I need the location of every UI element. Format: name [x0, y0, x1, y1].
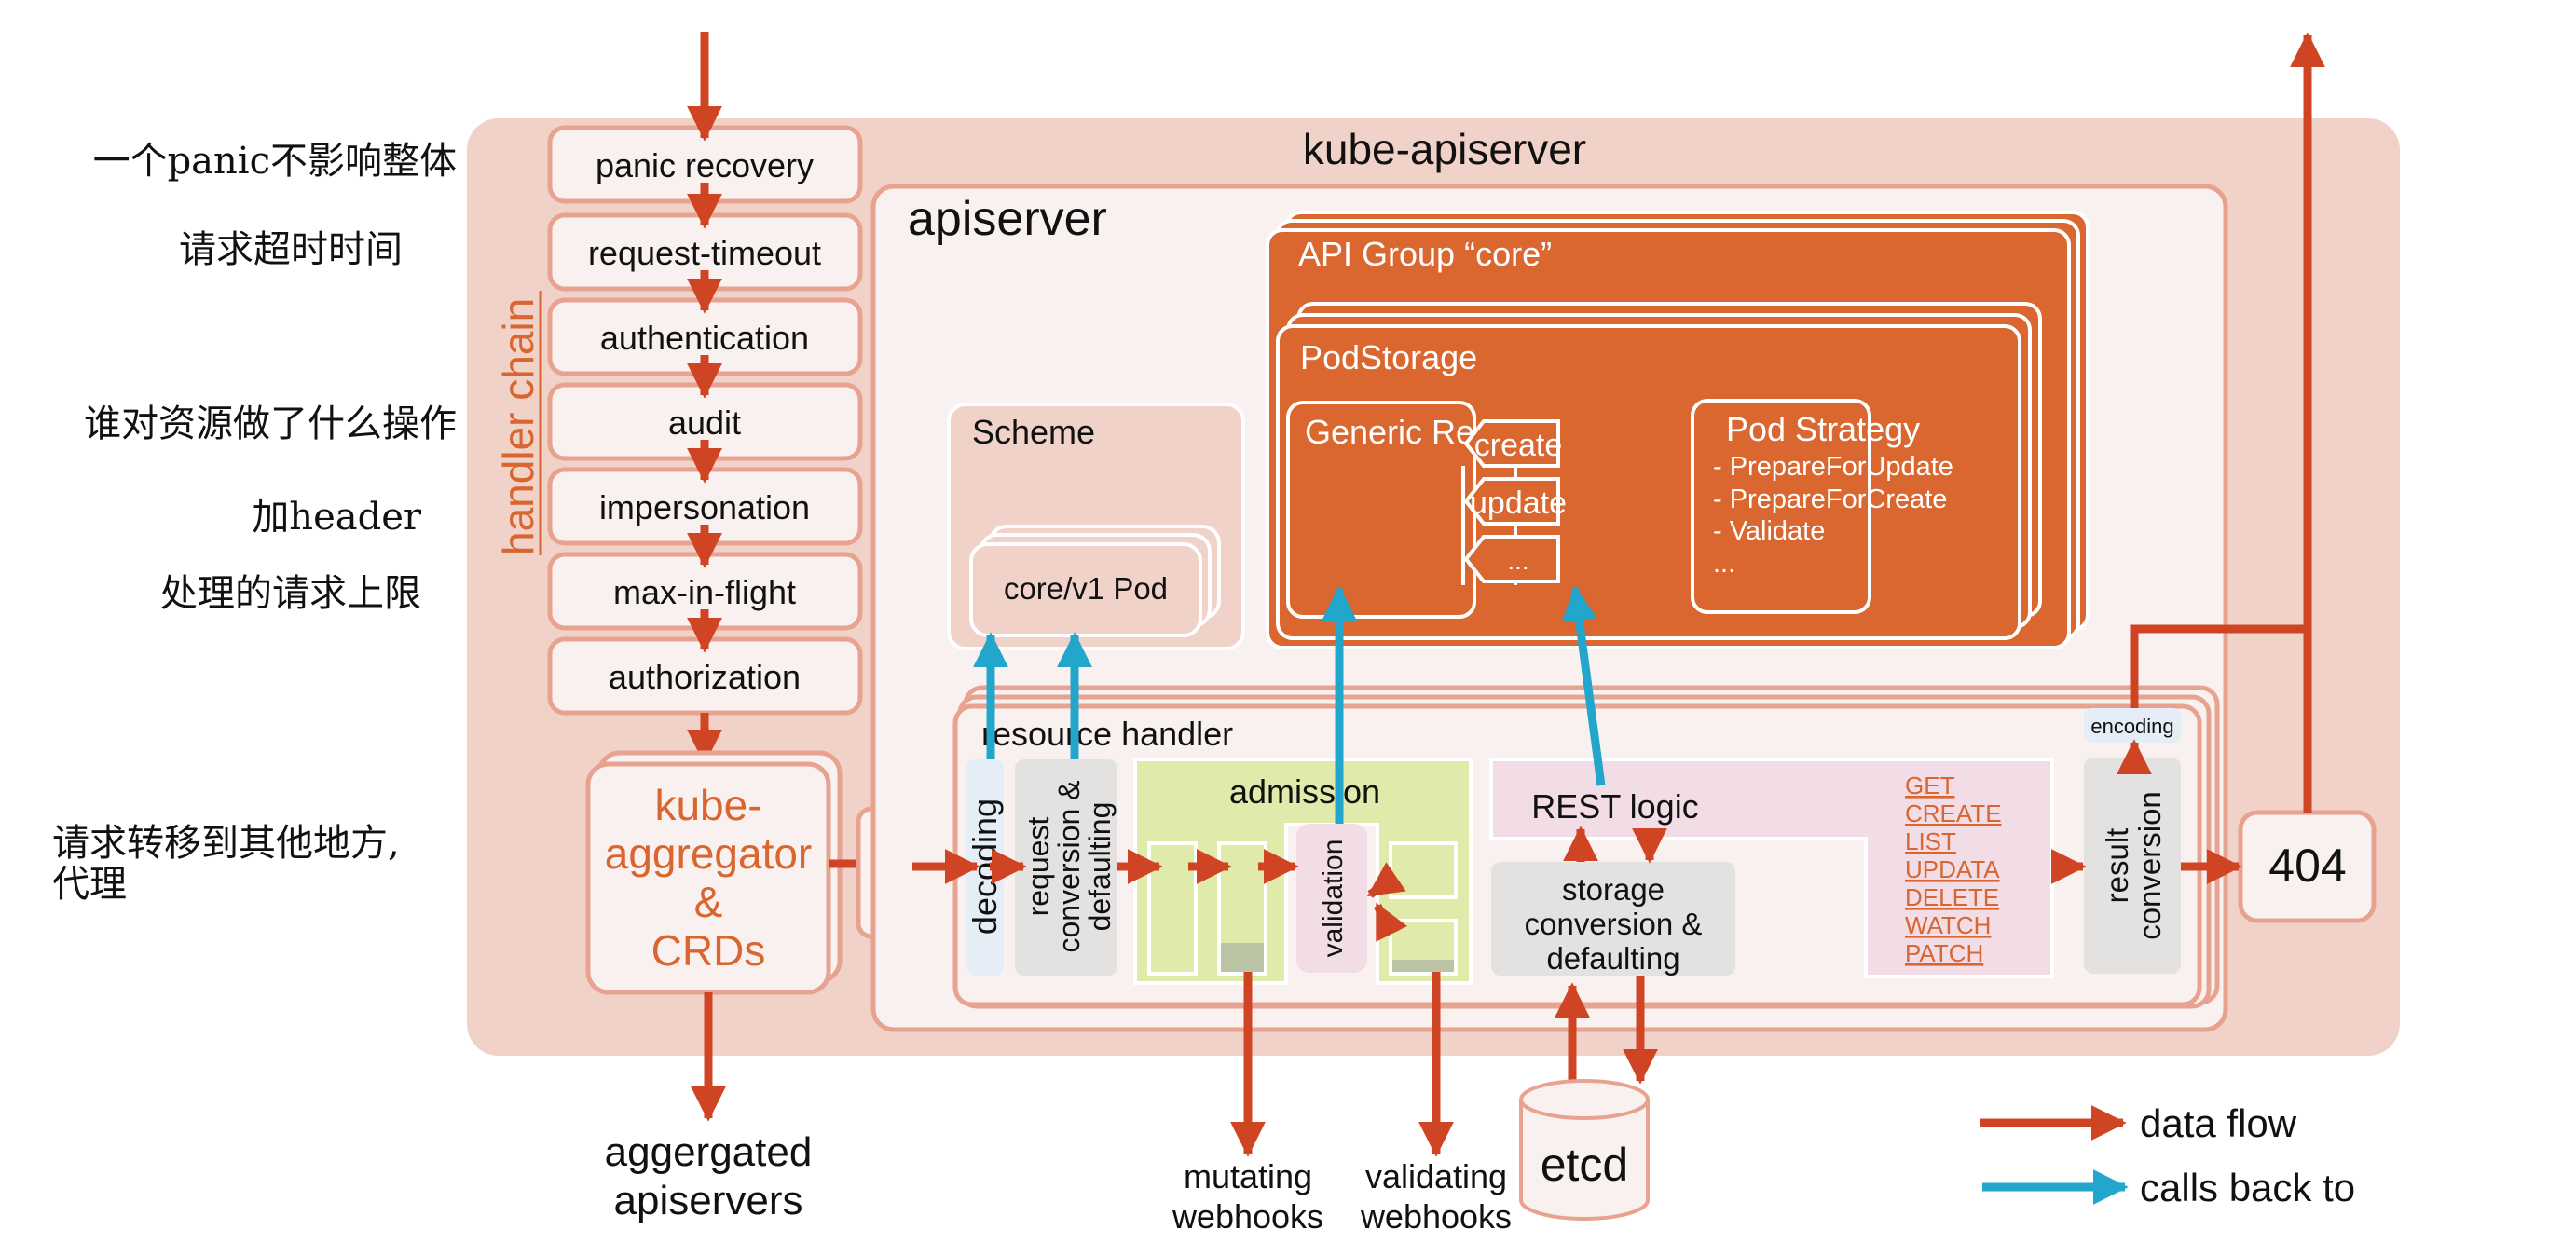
- validation-step[interactable]: validation: [1296, 824, 1367, 973]
- validation-label: validation: [1318, 840, 1349, 958]
- storage-conversion-label: storage: [1562, 872, 1665, 907]
- kube-apiserver-title: kube-apiserver: [1303, 125, 1586, 173]
- handler-label: authentication: [600, 319, 809, 357]
- handler-impersonation[interactable]: impersonation: [547, 467, 863, 546]
- aggregator-line: &: [694, 878, 723, 926]
- legend: data flow calls back to: [1980, 1101, 2355, 1209]
- verb-update[interactable]: update: [1463, 477, 1567, 526]
- pod-storage-title: PodStorage: [1300, 338, 1477, 376]
- verb-label: create: [1474, 428, 1563, 463]
- storage-conversion-label: conversion &: [1525, 907, 1703, 941]
- handler-label: impersonation: [599, 488, 810, 526]
- result-conversion-step[interactable]: result conversion: [2084, 758, 2181, 974]
- rest-verb-link[interactable]: CREATE: [1905, 799, 2002, 827]
- handler-chain-label: handler chain: [494, 291, 542, 555]
- verb-label: update: [1470, 485, 1567, 521]
- admission-label: admission: [1229, 772, 1380, 811]
- annotation-impersonation: 加header: [252, 496, 422, 539]
- aggregator-line: aggregator: [605, 829, 813, 878]
- rest-verb-link[interactable]: UPDATA: [1905, 855, 2000, 883]
- mutating-webhooks-label: webhooks: [1172, 1197, 1323, 1236]
- mutating-webhooks-label: mutating: [1184, 1157, 1312, 1195]
- verb-label: ...: [1507, 546, 1528, 575]
- rest-logic-label: REST logic: [1531, 787, 1698, 826]
- validating-plugin: [1389, 841, 1458, 899]
- rest-verb-link[interactable]: PATCH: [1905, 939, 1983, 967]
- scheme-item: core/v1 Pod: [1004, 571, 1168, 606]
- handler-label: panic recovery: [596, 146, 814, 184]
- handler-label: max-in-flight: [613, 573, 796, 611]
- annotation-panic: 一个panic不影响整体: [93, 140, 457, 183]
- apiserver-title: apiserver: [908, 192, 1107, 246]
- annotation-aggregator: 请求转移到其他地方,: [52, 822, 400, 865]
- storage-conversion-label: defaulting: [1546, 941, 1679, 976]
- api-group-title: API Group “core”: [1298, 235, 1552, 273]
- verb-create[interactable]: create: [1463, 419, 1563, 468]
- pod-strategy-item: ...: [1713, 549, 1735, 579]
- encoding-step[interactable]: encoding: [2084, 708, 2181, 743]
- validating-webhooks-label: webhooks: [1360, 1197, 1512, 1236]
- rest-verb-link[interactable]: DELETE: [1905, 883, 1999, 911]
- handler-max-in-flight[interactable]: max-in-flight: [547, 552, 863, 631]
- resource-handler-box: resource handler decoding request conver…: [952, 685, 2220, 1009]
- handler-authorization[interactable]: authorization: [547, 636, 863, 716]
- calls-back-arrows: [973, 585, 1606, 824]
- storage-conversion-step[interactable]: storage conversion & defaulting: [1491, 862, 1735, 976]
- legend-data-flow-label: data flow: [2140, 1101, 2297, 1145]
- pod-strategy-item: - PrepareForUpdate: [1713, 452, 1953, 482]
- not-found-label: 404: [2268, 840, 2346, 892]
- mutating-webhook-plugin: [1221, 943, 1264, 972]
- pod-strategy-title: Pod Strategy: [1726, 410, 1920, 448]
- scheme-title: Scheme: [972, 413, 1095, 451]
- api-group-box[interactable]: API Group “core” PodStorage Generic Regi…: [1266, 211, 2090, 649]
- aggregator-line: CRDs: [651, 926, 766, 975]
- rest-verb-link[interactable]: GET: [1905, 772, 1955, 799]
- admission-step[interactable]: admission validation: [1133, 758, 1473, 985]
- generic-registry-box[interactable]: Generic Registry: [1286, 401, 1555, 619]
- aggregated-apiservers-label: apiservers: [614, 1178, 803, 1223]
- pod-strategy-box[interactable]: Pod Strategy - PrepareForUpdate - Prepar…: [1691, 399, 1953, 614]
- result-conversion-label: conversion: [2132, 791, 2167, 940]
- handler-label: authorization: [609, 658, 801, 696]
- handler-label: audit: [668, 403, 741, 442]
- rest-verb-link[interactable]: LIST: [1905, 827, 1956, 855]
- verb-more[interactable]: ...: [1463, 535, 1560, 583]
- result-conversion-label: result: [2100, 828, 2134, 904]
- data-flow-arrows: [912, 32, 2325, 1157]
- not-found-box[interactable]: 404: [2238, 810, 2377, 923]
- request-conversion-step[interactable]: request conversion & defaulting: [1015, 759, 1117, 976]
- annotation-timeout: 请求超时时间: [179, 228, 403, 271]
- etcd-database[interactable]: etcd: [1519, 1079, 1650, 1221]
- validating-webhooks-label: validating: [1365, 1157, 1507, 1195]
- aggregator-line: kube-: [654, 781, 761, 829]
- request-conversion-label: conversion &: [1052, 781, 1086, 953]
- annotation-proxy: 代理: [52, 863, 127, 906]
- request-conversion-label: defaulting: [1083, 802, 1117, 932]
- request-conversion-label: request: [1021, 817, 1055, 917]
- handler-label: request-timeout: [588, 234, 821, 272]
- rest-verb-link[interactable]: WATCH: [1905, 911, 1991, 939]
- etcd-label: etcd: [1541, 1139, 1629, 1191]
- kube-aggregator-box[interactable]: kube- aggregator & CRDs: [585, 750, 843, 995]
- resource-handler-title: resource handler: [981, 715, 1233, 753]
- pod-storage-box[interactable]: PodStorage Generic Registry Pod Strategy…: [1276, 302, 2042, 640]
- validating-webhook-plugin: [1392, 960, 1454, 972]
- encoding-label: encoding: [2090, 715, 2173, 738]
- annotation-audit: 谁对资源做了什么操作: [84, 403, 457, 445]
- legend-calls-back-label: calls back to: [2140, 1166, 2355, 1209]
- annotations: 一个panic不影响整体 请求超时时间 谁对资源做了什么操作 加header 处…: [52, 140, 457, 906]
- pod-strategy-item: - PrepareForCreate: [1713, 485, 1947, 514]
- rest-verbs: GET CREATE LIST UPDATA DELETE WATCH PATC…: [1905, 772, 2002, 967]
- aggregated-apiservers-label: aggergated: [605, 1129, 813, 1175]
- pod-strategy-item: - Validate: [1713, 516, 1825, 546]
- annotation-max-in-flight: 处理的请求上限: [160, 572, 421, 615]
- handler-chain-title: handler chain: [494, 298, 542, 555]
- scheme-box[interactable]: Scheme core/v1 Pod: [947, 403, 1245, 650]
- rest-logic-box[interactable]: REST logic: [1489, 758, 2054, 978]
